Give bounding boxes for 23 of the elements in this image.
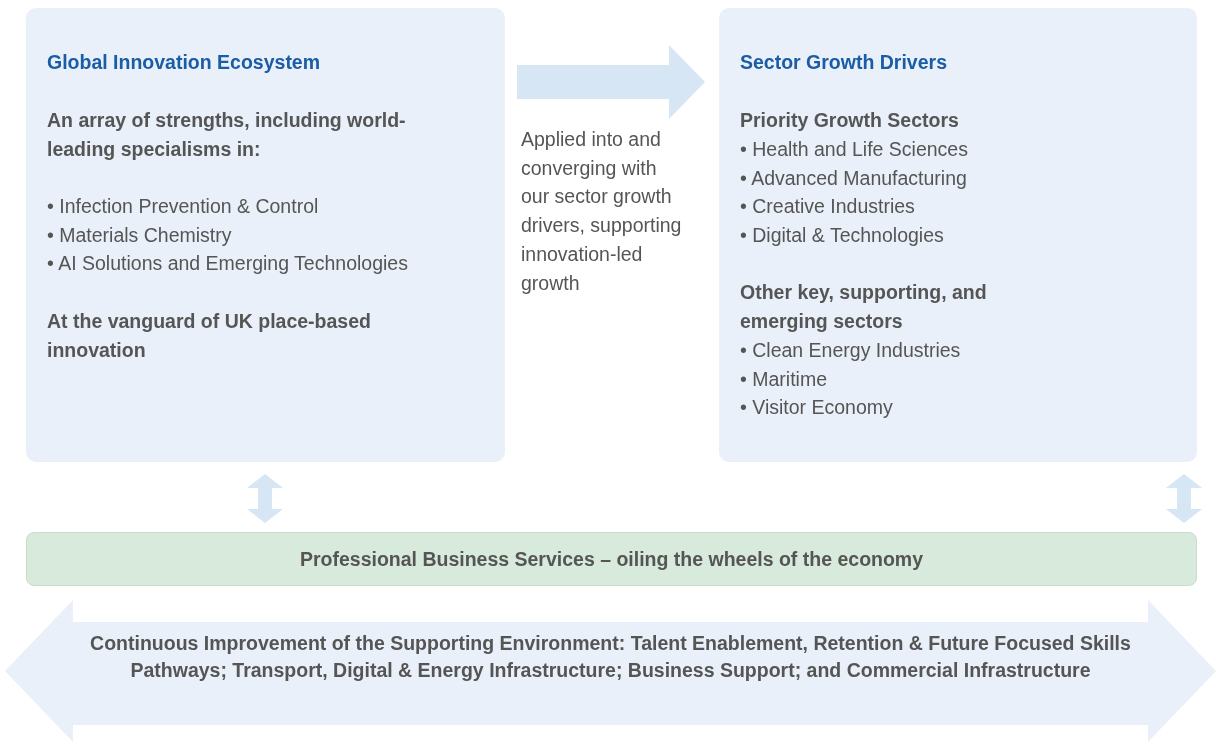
edge-label: Applied into and converging with our sector growth drivers, supporting innovation-led growth: [521, 127, 683, 296]
subheading: Priority Growth Sectors: [740, 108, 960, 133]
banner-text: Continuous Improvement of the Supporting Environment: Talent Enablement, Retention & Future Focused Skills Pathways; Transport, Digital & Energy Infrastructure; Business Support; and Commercial Infrastructure: [89, 631, 1132, 683]
bullet-item: • Creative Industries: [740, 194, 916, 220]
arrow: [247, 474, 283, 523]
arrow: [517, 45, 705, 119]
bullet-item: • Maritime: [740, 366, 828, 392]
bullet-item: • Infection Prevention & Control: [47, 194, 320, 219]
bullet-item: • AI Solutions and Emerging Technologies: [47, 251, 409, 277]
bullet-item: • Health and Life Sciences: [740, 137, 969, 162]
arrow: [1166, 474, 1202, 523]
subheading: An array of strengths, including world-leading specialisms in:: [47, 108, 407, 162]
subheading: Other key, supporting, and emerging sectors: [740, 279, 988, 334]
subheading: At the vanguard of UK place-based innovation: [47, 309, 372, 364]
bullet-item: • Visitor Economy: [740, 395, 894, 421]
bullet-item: • Clean Energy Industries: [740, 337, 962, 363]
banner: [26, 532, 1197, 586]
banner-text: Professional Business Services – oiling the wheels of the economy: [299, 546, 924, 572]
panel-heading: Global Innovation Ecosystem: [47, 50, 322, 75]
bullet-item: • Advanced Manufacturing: [740, 165, 968, 191]
bullet-item: • Materials Chemistry: [47, 222, 233, 248]
panel-heading: Sector Growth Drivers: [740, 50, 948, 75]
bullet-item: • Digital & Technologies: [740, 223, 945, 249]
